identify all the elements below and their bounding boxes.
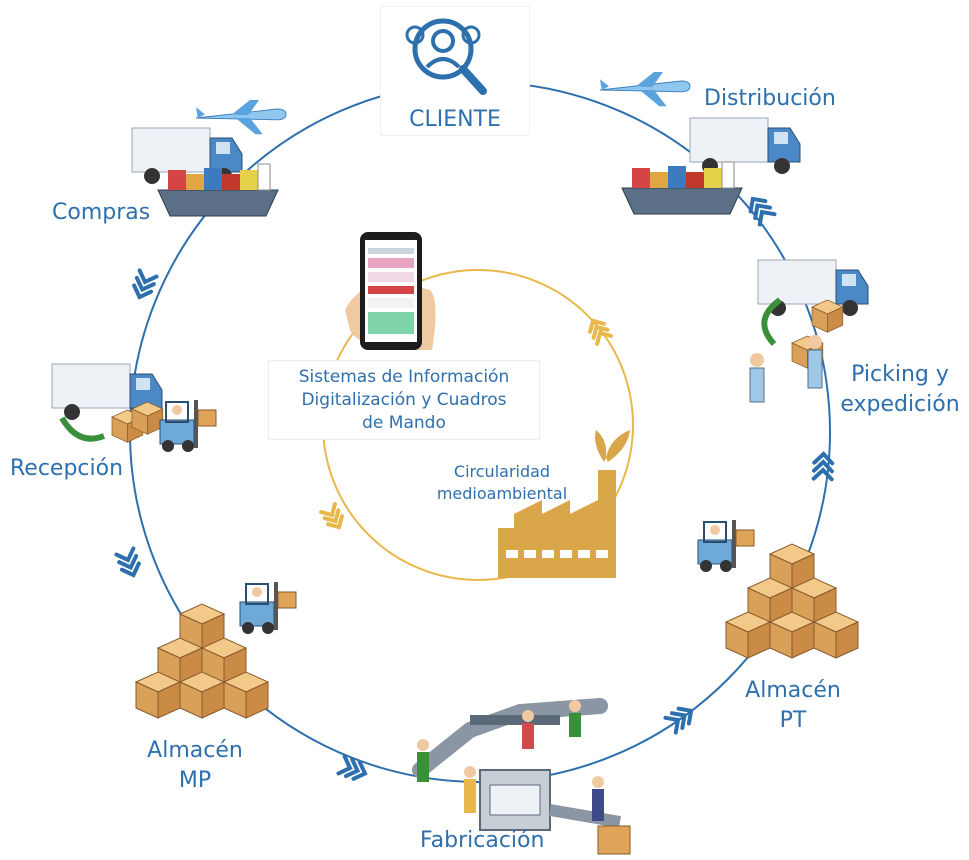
- almacen-mp-boxes-icon: [135, 581, 297, 719]
- circularidad-label-line1: Circularidad: [453, 462, 551, 481]
- recepcion-label: Recepción: [10, 456, 124, 481]
- almacen-mp-label-line1: Almacén: [147, 738, 243, 763]
- flow-arrow-icon: [114, 546, 144, 581]
- info-line-1: Sistemas de Información: [298, 367, 510, 387]
- compras-label: Compras: [52, 200, 151, 225]
- customer-search-icon: [405, 18, 487, 95]
- picking-truck-icon: [749, 259, 869, 403]
- flow-arrow-icon: [743, 191, 777, 227]
- eco-factory-icon: [498, 430, 630, 578]
- inner-flow-arrow-icon: [319, 502, 348, 534]
- smartphone-dashboard-icon: [345, 232, 436, 350]
- circularidad-label-line2: medioambiental: [436, 484, 568, 503]
- picking-label-line1: Picking y: [851, 362, 949, 387]
- flow-arrow-icon: [129, 268, 159, 303]
- distribucion-label: Distribución: [704, 86, 836, 111]
- recepcion-truck-icon: [51, 363, 217, 453]
- fabricacion-factory-icon: [412, 698, 631, 855]
- almacen-pt-label-line1: Almacén: [745, 678, 841, 703]
- flow-arrow-icon: [336, 754, 371, 784]
- info-systems-box: Sistemas de Información Digitalización y…: [268, 360, 540, 440]
- fabricacion-label: Fabricación: [420, 828, 545, 853]
- info-line-3: de Mando: [362, 413, 446, 433]
- almacen-pt-boxes-icon: [697, 519, 859, 659]
- info-line-2: Digitalización y Cuadros: [301, 390, 507, 410]
- picking-label-line2: expedición: [840, 392, 960, 417]
- cliente-label: CLIENTE: [409, 107, 501, 132]
- cliente-box: CLIENTE: [380, 6, 530, 136]
- almacen-pt-label-line2: PT: [779, 708, 807, 733]
- worker-icon: [749, 335, 823, 403]
- almacen-mp-label-line2: MP: [178, 768, 212, 793]
